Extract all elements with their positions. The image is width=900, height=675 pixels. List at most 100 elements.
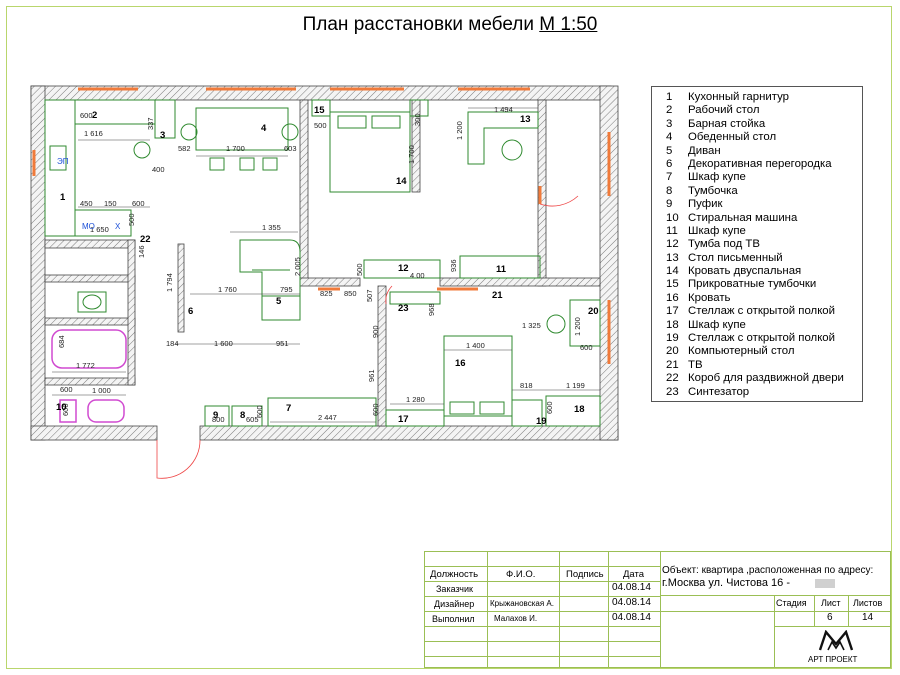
legend-label: Обеденный стол	[688, 131, 777, 144]
cabinet	[231, 405, 263, 427]
item-number-label: 2	[92, 110, 97, 121]
dimension-label: 900	[371, 325, 380, 338]
item-number-label: 23	[398, 303, 409, 314]
legend-item: 4 Обеденный стол	[666, 131, 862, 144]
dimension-label: 300	[413, 113, 422, 126]
dimension-label: 2 447	[318, 413, 337, 422]
legend-label: Тумбочка	[688, 184, 738, 197]
sheets-value: 14	[862, 612, 874, 623]
dimension-label: 936	[449, 259, 458, 272]
writing-desk	[467, 111, 539, 165]
chair	[209, 157, 225, 171]
sheet-label: Лист	[821, 598, 841, 608]
title-text: План расстановки мебели	[302, 14, 534, 35]
item-number-label: 6	[188, 306, 193, 317]
legend-label: Шкаф купе	[688, 224, 746, 237]
toilet-bowl	[82, 294, 102, 310]
wall-bottom-left	[30, 425, 158, 441]
row-name: Малахов И.	[494, 614, 538, 623]
furniture	[44, 99, 601, 427]
legend-number: 2	[666, 104, 673, 117]
shelf-19	[511, 399, 543, 427]
legend-number: 9	[666, 198, 673, 211]
legend-label: Стеллаж с открытой полкой	[688, 305, 836, 318]
dimension-label: 1 700	[226, 144, 245, 153]
item-number-label: 9	[213, 410, 218, 421]
dimension-label: 1 280	[406, 395, 425, 404]
computer-desk	[569, 299, 601, 347]
washer-area	[74, 209, 132, 237]
dimension-label: 1 700	[407, 145, 416, 164]
dimension-label: 1 794	[165, 273, 174, 292]
dimension-label: 146	[137, 245, 146, 258]
dimension-label: 600	[255, 405, 264, 418]
windows	[32, 87, 611, 364]
synthesizer	[389, 291, 441, 305]
dimension-label: 600	[545, 401, 554, 414]
object-line-1: Объект: квартира ,расположенная по адрес…	[662, 565, 874, 576]
dimension-label: 1 494	[494, 105, 513, 114]
row-date: 04.08.14	[612, 597, 651, 608]
company-name: АРТ ПРОЕКТ	[808, 655, 858, 664]
pillow	[449, 401, 475, 415]
dimension-label: 603	[284, 144, 297, 153]
wall-int-5	[44, 274, 136, 283]
page-title: План расстановки мебели М 1:50	[0, 14, 900, 36]
title-block: Должность Ф.И.О. Подпись Дата Заказчик 0…	[424, 551, 891, 668]
legend-number: 13	[666, 251, 679, 264]
header-position: Должность	[430, 569, 479, 580]
dimension-label: 1 200	[573, 317, 582, 336]
mo-label: МО	[82, 222, 95, 231]
pouf	[204, 405, 230, 427]
legend-label: Стол письменный	[688, 251, 783, 264]
item-number-label: 20	[588, 306, 599, 317]
stove	[49, 145, 67, 171]
dimension-label: 500	[127, 213, 136, 226]
legend-number: 4	[666, 131, 673, 144]
dimension-label: 1 400	[466, 341, 485, 350]
wall-int-10	[439, 277, 601, 287]
computer-chair	[546, 314, 566, 334]
header-date: Дата	[623, 569, 645, 580]
x-label: Х	[115, 222, 121, 231]
item-number-label: 10	[56, 402, 67, 413]
dimension-label: 1 600	[214, 339, 233, 348]
dimension-label: 1 650	[90, 225, 109, 234]
dimension-label: 1 616	[84, 129, 103, 138]
legend-label: Стеллаж с открытой полкой	[688, 332, 836, 345]
wall-int-12	[177, 243, 185, 333]
dimension-label: 4 00	[410, 271, 425, 280]
dimension-label: 800	[212, 415, 225, 424]
dimension-label: 500	[314, 121, 327, 130]
legend-number: 22	[666, 372, 679, 385]
legend-number: 20	[666, 345, 679, 358]
dimension-label: 337	[146, 117, 155, 130]
row-name: Крыжановская А.	[490, 599, 554, 608]
shelf-17	[385, 409, 445, 427]
dimension-label: 2 005	[293, 257, 302, 276]
legend-number: 12	[666, 238, 679, 251]
wall-int-8	[127, 239, 136, 386]
company-logo	[818, 630, 854, 651]
legend-label: Барная стойка	[688, 117, 766, 130]
dimension-label: 605	[246, 415, 259, 424]
dimension-label: 818	[520, 381, 533, 390]
dimension-label: 600	[80, 111, 93, 120]
chair	[281, 123, 299, 141]
legend-label: Компьютерный стол	[688, 345, 795, 358]
dimension-label: 961	[367, 369, 376, 382]
pillow	[337, 115, 367, 129]
wardrobe-11	[459, 255, 541, 279]
dimension-label: 400	[152, 165, 165, 174]
title-scale: М 1:50	[539, 14, 598, 35]
dimension-label: 795	[280, 285, 293, 294]
dimension-label: 1 325	[522, 321, 541, 330]
